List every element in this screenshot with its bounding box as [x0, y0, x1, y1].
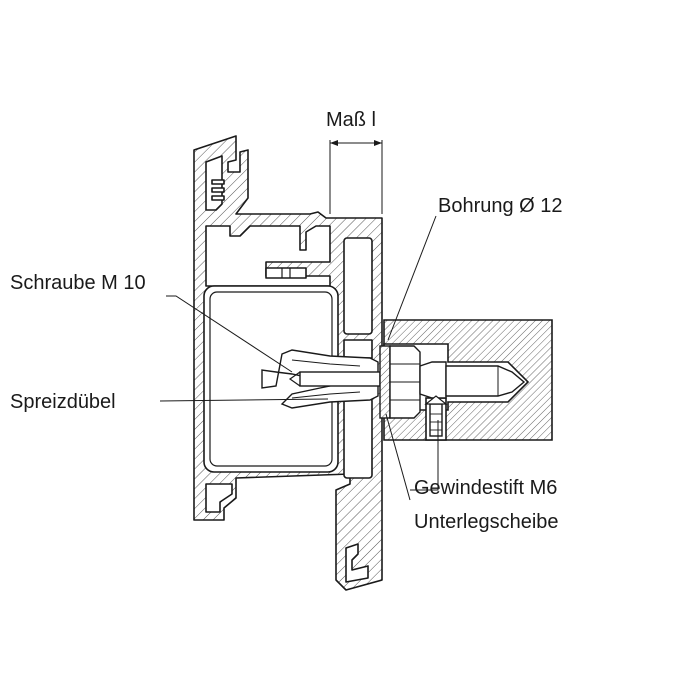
anchor-assembly: [261, 345, 526, 437]
threaded-bolt: [419, 361, 447, 399]
washer-label: Unterlegscheibe: [414, 511, 559, 533]
bolt-tip: [445, 365, 526, 397]
profile-top-notch: [265, 267, 307, 279]
setscrew: [429, 403, 443, 437]
profile-grip-1: [211, 179, 225, 185]
leader-bore: [387, 215, 437, 341]
leader-lines: [159, 215, 439, 501]
dimension-arrow-left: [330, 140, 338, 146]
profile-right-chamber-bottom: [343, 397, 373, 479]
dimension-arrow-right: [374, 140, 382, 146]
profile-bottom-hook: [345, 543, 369, 583]
leader-screw: [166, 295, 293, 373]
setscrew-label: Gewindestift M6: [414, 477, 558, 499]
screw-shank: [299, 371, 381, 387]
leader-washer: [385, 413, 411, 501]
profile-right-chamber-mid: [343, 339, 373, 359]
profile-bottom-feet: [205, 483, 233, 513]
screw-label: Schraube M 10: [10, 272, 146, 294]
profile-grip-3: [211, 195, 225, 201]
leader-anchor: [159, 398, 329, 402]
profile-outer-cavity: [205, 225, 331, 287]
profile-right-chamber-top: [343, 237, 373, 335]
profile-grip-2: [211, 187, 225, 193]
washer-plate: [379, 345, 391, 419]
bore-label: Bohrung Ø 12: [438, 195, 563, 217]
leader-setscrew: [410, 420, 439, 491]
dimension-label: Maß l: [326, 109, 376, 131]
anchor-label: Spreizdübel: [10, 391, 116, 413]
